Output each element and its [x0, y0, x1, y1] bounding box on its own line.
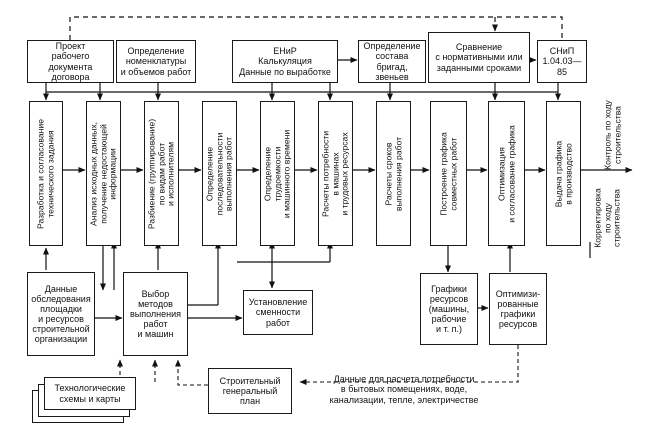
process-step-label: Выдача графика в производство [552, 140, 573, 207]
comparison-box: Сравнение с нормативными или заданными с… [428, 32, 530, 83]
process-step-7: Расчеты сроков выполнения работ [376, 101, 411, 246]
process-step-label: Определение трудоемкости и машинного вре… [262, 129, 292, 218]
process-step-label: Расчеты потребности в машинах и трудовых… [320, 130, 350, 217]
process-step-label: Оптимизация и согласование графика [495, 124, 516, 223]
method-selection-box: Выбор методов выполнения работ и машин [123, 272, 188, 356]
bottom-note: Данные для расчета потребности в бытовых… [329, 374, 479, 405]
process-step-label: Расчеты сроков выполнения работ [382, 136, 403, 211]
process-step-3: Разбиение (группирование) по видам работ… [144, 101, 179, 246]
correction-label: Корректировка по ходу строительства [592, 188, 622, 248]
enir-box: ЕНиР Калькуляция Данные по выработке [232, 40, 338, 83]
process-step-9: Оптимизация и согласование графика [488, 101, 525, 246]
optimized-resource-charts-box: Оптимизи- рованные графики ресурсов [489, 273, 547, 345]
dashed-feedback-line [69, 16, 563, 40]
process-step-1: Разработка и согласование технического з… [29, 101, 63, 246]
shift-setting-box: Установление сменности работ [243, 290, 313, 335]
process-step-2: Анализ исходных данных, получение недост… [86, 101, 121, 246]
process-step-label: Построение графика совместных работ [437, 131, 458, 216]
project-documentation-box: Проект рабочего документа договора [27, 40, 114, 83]
nomenclature-box: Определение номенклатуры и объемов работ [116, 40, 196, 83]
tech-schemes-box: Технологические схемы и карты [44, 377, 136, 410]
process-step-8: Построение графика совместных работ [430, 101, 467, 246]
brigade-composition-box: Определение состава бригад, звеньев [358, 40, 426, 83]
process-step-4: Определение последовательности выполнени… [202, 101, 237, 246]
process-step-5: Определение трудоемкости и машинного вре… [260, 101, 295, 246]
process-step-label: Определение последовательности выполнени… [204, 132, 234, 215]
master-plan-box: Строительный генеральный план [208, 368, 292, 414]
process-step-10: Выдача графика в производство [546, 101, 581, 246]
process-step-label: Разработка и согласование технического з… [35, 118, 55, 229]
control-label: Контроль по ходу строительства [602, 100, 622, 170]
process-step-label: Анализ исходных данных, получение недост… [88, 121, 118, 226]
site-survey-box: Данные обследования площадки и ресурсов … [27, 272, 95, 356]
snip-box: СНиП 1.04.03—85 [537, 40, 587, 83]
process-step-label: Разбиение (группирование) по видам работ… [146, 118, 176, 229]
resource-charts-box: Графики ресурсов (машины, рабочие и т. п… [420, 273, 478, 345]
process-step-6: Расчеты потребности в машинах и трудовых… [318, 101, 353, 246]
